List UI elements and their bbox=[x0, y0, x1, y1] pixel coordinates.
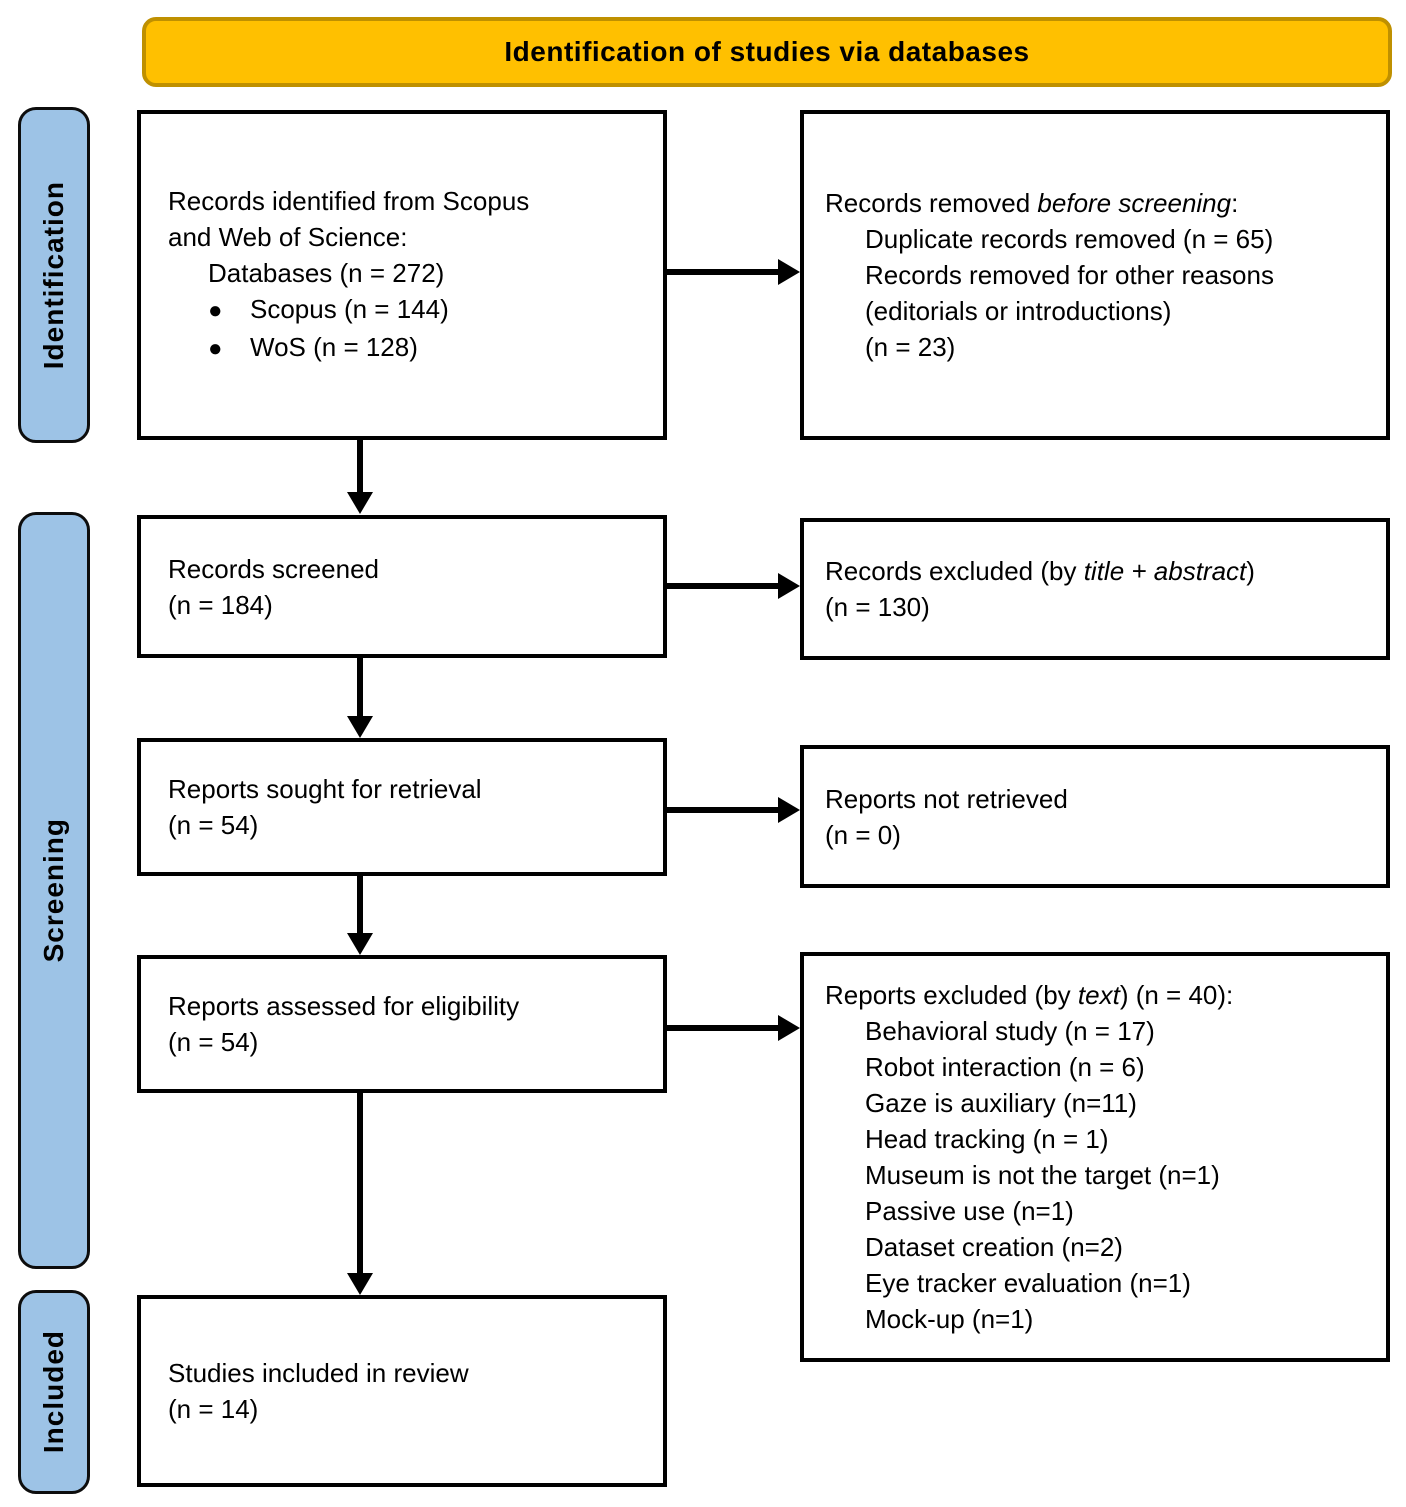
text-line: (n = 54) bbox=[168, 810, 259, 840]
text-line: Head tracking (n = 1) bbox=[865, 1124, 1109, 1154]
box-records-identified: Records identified from Scopus and Web of… bbox=[137, 110, 667, 440]
arrow-screened-to-sought-icon bbox=[347, 658, 373, 738]
text-line: (n = 130) bbox=[825, 592, 930, 622]
text-line: Records excluded (by title + abstract) bbox=[825, 556, 1255, 586]
text-line: Records identified from Scopus bbox=[168, 186, 530, 216]
box-reports-sought: Reports sought for retrieval (n = 54) bbox=[137, 738, 667, 876]
text-line: Reports excluded (by text) (n = 40): bbox=[825, 980, 1234, 1010]
text-line: (n = 23) bbox=[865, 332, 956, 362]
text-line: Eye tracker evaluation (n=1) bbox=[865, 1268, 1191, 1298]
text-line: (editorials or introductions) bbox=[865, 296, 1172, 326]
text-line: Reports sought for retrieval bbox=[168, 774, 482, 804]
text-line: and Web of Science: bbox=[168, 222, 408, 252]
text-line: (n = 0) bbox=[825, 819, 901, 850]
text-line: Gaze is auxiliary (n=11) bbox=[865, 1088, 1137, 1118]
diagram-title-banner: Identification of studies via databases bbox=[142, 17, 1392, 87]
diagram-title: Identification of studies via databases bbox=[504, 36, 1030, 67]
box-records-screened: Records screened (n = 184) bbox=[137, 515, 667, 658]
text-line: Mock-up (n=1) bbox=[865, 1304, 1034, 1334]
text-line: Records removed for other reasons bbox=[865, 260, 1274, 290]
stage-label-screening: Screening bbox=[18, 512, 90, 1269]
text-line: Records removed before screening: bbox=[825, 188, 1239, 218]
text-line: (n = 54) bbox=[168, 1027, 259, 1057]
text-line: (n = 14) bbox=[168, 1394, 259, 1424]
arrow-identified-to-screened-icon bbox=[347, 440, 373, 514]
stage-label-identification: Identification bbox=[18, 107, 90, 443]
text-line: Records screened bbox=[168, 553, 379, 584]
box-studies-included: Studies included in review (n = 14) bbox=[137, 1295, 667, 1487]
text-line: Robot interaction (n = 6) bbox=[865, 1052, 1145, 1082]
arrow-assessed-to-included-icon bbox=[347, 1093, 373, 1295]
box-reports-assessed: Reports assessed for eligibility (n = 54) bbox=[137, 955, 667, 1093]
text-line: (n = 184) bbox=[168, 589, 273, 620]
bullet-icon: ● bbox=[208, 297, 223, 324]
text-line: Dataset creation (n=2) bbox=[865, 1232, 1123, 1262]
text-line: Passive use (n=1) bbox=[865, 1196, 1074, 1226]
text-line: Museum is not the target (n=1) bbox=[865, 1160, 1220, 1190]
arrow-sought-to-assessed-icon bbox=[347, 876, 373, 955]
box-records-removed: Records removed before screening: Duplica… bbox=[800, 110, 1390, 440]
stage-label-text: Included bbox=[38, 1330, 69, 1454]
text-line: Duplicate records removed (n = 65) bbox=[865, 224, 1274, 254]
text-line: Reports assessed for eligibility bbox=[168, 991, 520, 1021]
text-line: Behavioral study (n = 17) bbox=[865, 1016, 1155, 1046]
stage-label-text: Identification bbox=[38, 180, 69, 370]
text-line: ●Scopus (n = 144) bbox=[168, 291, 655, 329]
text-line: Reports not retrieved bbox=[825, 783, 1068, 814]
stage-label-included: Included bbox=[18, 1290, 90, 1494]
bullet-icon: ● bbox=[208, 335, 223, 362]
arrow-identified-to-removed-icon bbox=[667, 259, 800, 285]
text-line: Studies included in review bbox=[168, 1358, 469, 1388]
stage-label-text: Screening bbox=[38, 818, 69, 963]
text-line: ●WoS (n = 128) bbox=[168, 329, 655, 367]
box-reports-excluded: Reports excluded (by text) (n = 40): Beha… bbox=[800, 952, 1390, 1362]
box-reports-not-retrieved: Reports not retrieved (n = 0) bbox=[800, 745, 1390, 888]
arrow-sought-to-not-retrieved-icon bbox=[667, 797, 800, 823]
text-line: Databases (n = 272) bbox=[208, 258, 445, 288]
arrow-screened-to-excluded-icon bbox=[667, 573, 800, 599]
box-records-excluded: Records excluded (by title + abstract) (n… bbox=[800, 518, 1390, 660]
arrow-assessed-to-excluded-icon bbox=[667, 1015, 800, 1041]
